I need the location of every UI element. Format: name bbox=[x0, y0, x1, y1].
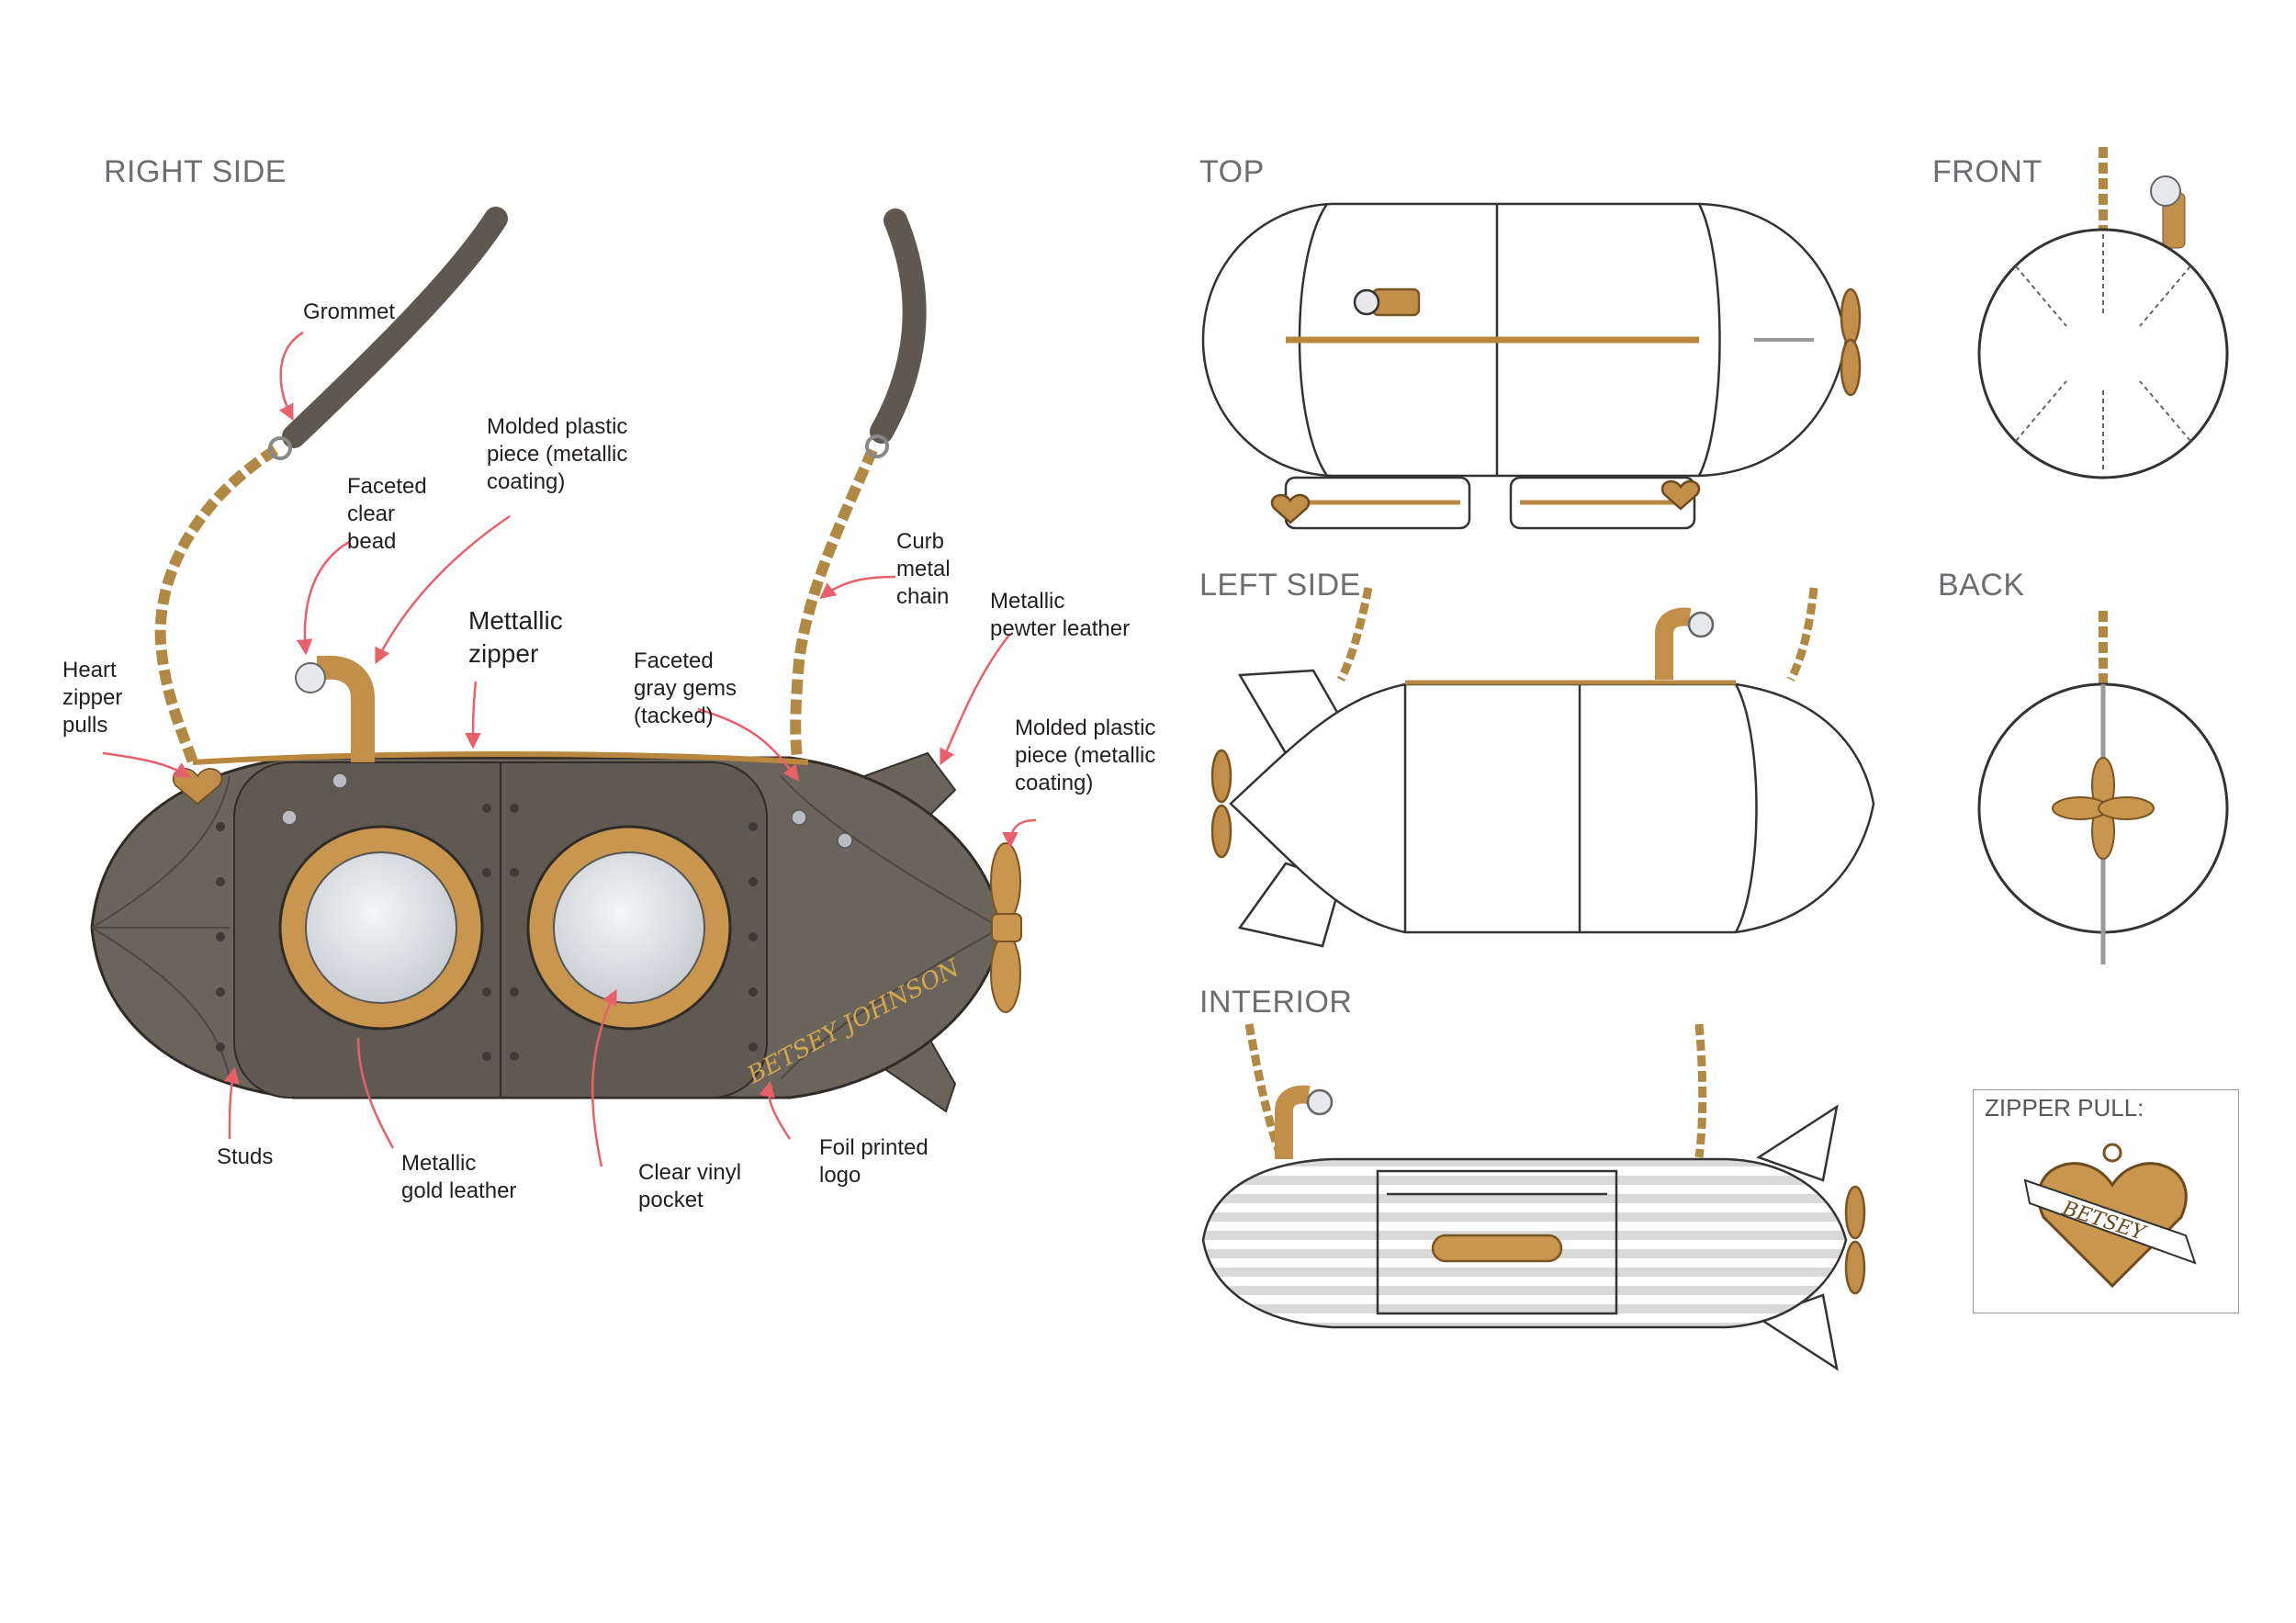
label-metallic-gold-leather: Metallic gold leather bbox=[401, 1151, 517, 1203]
strap-left bbox=[282, 207, 508, 448]
clear-bead bbox=[295, 662, 326, 693]
label-studs: Studs bbox=[217, 1144, 274, 1169]
zipper-pull-box: ZIPPER PULL: BETSEY bbox=[1973, 1089, 2239, 1313]
label-molded-plastic-1: Molded plastic piece (metallic coating) bbox=[487, 414, 628, 494]
front-view bbox=[1977, 147, 2229, 479]
strap-right bbox=[870, 209, 927, 444]
porthole-left-glass bbox=[305, 851, 457, 1004]
label-molded-plastic-2: Molded plastic piece (metallic coating) bbox=[1015, 716, 1156, 795]
label-curb-metal-chain: Curb metal chain bbox=[896, 529, 951, 609]
zipper-pull-heart bbox=[2023, 1143, 2197, 1289]
back-view bbox=[1977, 611, 2229, 964]
label-faceted-clear-bead: Faceted clear bead bbox=[347, 474, 427, 554]
right-side-view: BETSEY JOHNSON bbox=[90, 207, 1022, 1113]
top-view bbox=[1201, 202, 1862, 530]
title-left-side: LEFT SIDE bbox=[1199, 568, 1361, 603]
studs bbox=[216, 804, 758, 1061]
label-mettallic-zipper: Mettallic zipper bbox=[468, 606, 563, 668]
label-grommet: Grommet bbox=[303, 299, 396, 324]
propeller bbox=[990, 842, 1022, 1013]
chain-right bbox=[790, 447, 878, 772]
label-foil-printed-logo: Foil printed logo bbox=[819, 1135, 929, 1188]
callout-arrows bbox=[102, 331, 1037, 1167]
label-metallic-pewter-leather: Metallic pewter leather bbox=[990, 589, 1131, 641]
title-front: FRONT bbox=[1932, 154, 2043, 189]
porthole-right-glass bbox=[553, 851, 705, 1004]
zipper bbox=[192, 751, 809, 765]
label-faceted-gray-gems: Faceted gray gems (tacked) bbox=[634, 648, 737, 728]
title-top: TOP bbox=[1199, 154, 1265, 189]
title-right-side: RIGHT SIDE bbox=[104, 154, 287, 189]
label-heart-zipper-pulls: Heart zipper pulls bbox=[62, 658, 123, 738]
gray-gems bbox=[281, 772, 853, 849]
periscope-pipe bbox=[317, 655, 375, 762]
zipper-pull-title: ZIPPER PULL: bbox=[1985, 1094, 2144, 1121]
interior-view bbox=[1201, 1023, 1866, 1371]
label-clear-vinyl-pocket: Clear vinyl pocket bbox=[638, 1160, 742, 1212]
chain-left bbox=[154, 445, 279, 764]
title-interior: INTERIOR bbox=[1199, 985, 1353, 1020]
title-back: BACK bbox=[1938, 568, 2025, 603]
zipper-pull-logo: BETSEY bbox=[2059, 1197, 2148, 1245]
left-side-view bbox=[1210, 587, 1875, 948]
